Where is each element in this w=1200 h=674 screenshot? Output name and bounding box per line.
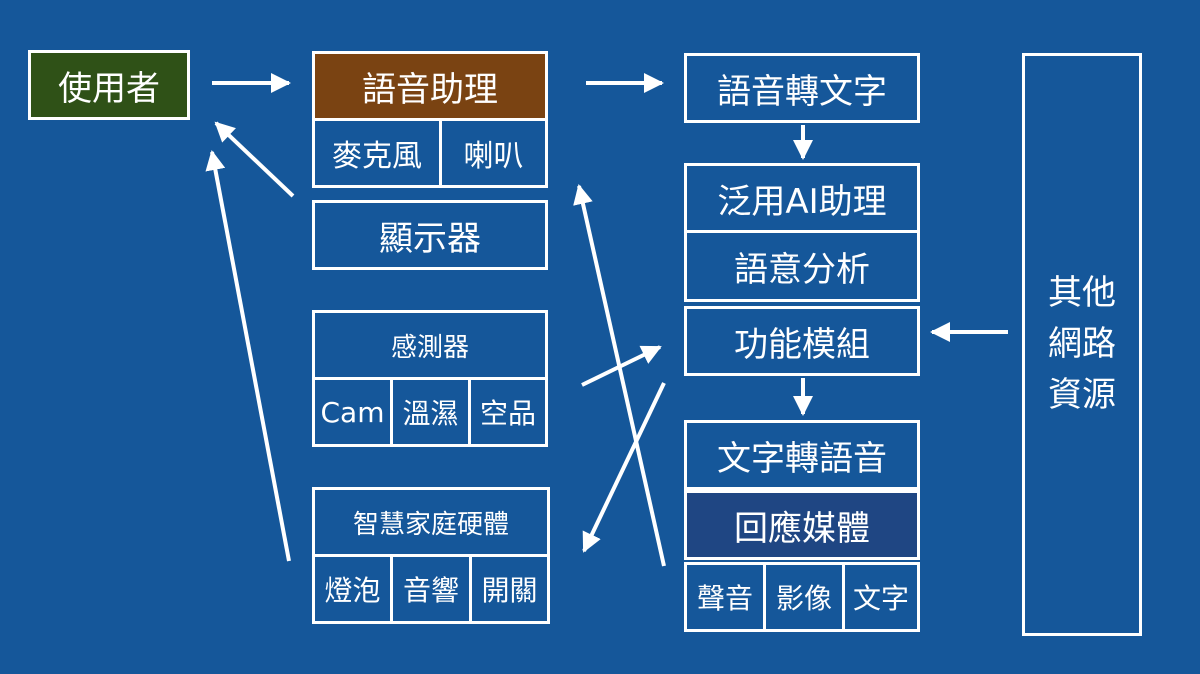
voice-assistant-box: 語音助理 — [312, 51, 548, 121]
voice-assistant-label: 語音助理 — [362, 69, 498, 110]
general-ai-box: 泛用AI助理 — [684, 163, 920, 233]
sensor-temp-humidity-box: 溫濕 — [390, 377, 471, 447]
internet-resources-label: 其他 網路 資源 — [1048, 273, 1116, 415]
microphone-box: 麥克風 — [312, 118, 442, 188]
sensor-air-quality-label: 空品 — [479, 397, 536, 430]
sensor-temp-humidity-label: 溫濕 — [402, 397, 459, 430]
smart-home-label: 智慧家庭硬體 — [352, 509, 509, 540]
smart-home-switch-label: 開關 — [481, 574, 538, 607]
media-image-box: 影像 — [763, 562, 845, 632]
sensors-label: 感測器 — [390, 332, 469, 363]
response-media-box: 回應媒體 — [684, 490, 920, 560]
sensor-cam-box: Cam — [312, 377, 393, 447]
smart-home-box: 智慧家庭硬體 — [312, 487, 550, 557]
speech-to-text-box: 語音轉文字 — [684, 53, 920, 123]
display-box: 顯示器 — [312, 200, 548, 270]
sensor-air-quality-box: 空品 — [468, 377, 548, 447]
media-sound-label: 聲音 — [696, 582, 753, 615]
media-text-label: 文字 — [852, 582, 909, 615]
microphone-label: 麥克風 — [332, 139, 422, 174]
arrow-function-to-smart-home — [582, 382, 666, 553]
smart-home-audio-box: 音響 — [390, 554, 472, 624]
display-label: 顯示器 — [379, 218, 481, 259]
media-sound-box: 聲音 — [684, 562, 766, 632]
speaker-box: 喇叭 — [439, 118, 548, 188]
sensors-box: 感測器 — [312, 310, 548, 380]
response-media-label: 回應媒體 — [734, 508, 870, 549]
speech-to-text-label: 語音轉文字 — [717, 71, 887, 112]
arrow-display-to-user — [214, 121, 295, 198]
sensor-cam-label: Cam — [320, 395, 385, 429]
arrow-media-to-assistant — [573, 184, 666, 567]
semantic-analysis-label: 語意分析 — [734, 249, 870, 290]
speaker-label: 喇叭 — [463, 139, 524, 174]
semantic-analysis-box: 語意分析 — [684, 230, 920, 302]
media-image-label: 影像 — [775, 582, 832, 615]
smart-home-switch-box: 開關 — [469, 554, 550, 624]
media-text-box: 文字 — [842, 562, 920, 632]
smart-home-audio-label: 音響 — [402, 574, 459, 607]
smart-home-bulb-label: 燈泡 — [324, 574, 381, 607]
arrow-smart-home-to-user — [205, 150, 291, 562]
user-box: 使用者 — [28, 50, 190, 120]
function-module-label: 功能模組 — [734, 324, 870, 365]
internet-resources-box: 其他 網路 資源 — [1022, 53, 1142, 636]
text-to-speech-label: 文字轉語音 — [717, 438, 887, 479]
function-module-box: 功能模組 — [684, 306, 920, 376]
general-ai-label: 泛用AI助理 — [717, 181, 887, 222]
arrow-sensors-to-function — [581, 345, 662, 387]
smart-home-bulb-box: 燈泡 — [312, 554, 393, 624]
user-label: 使用者 — [58, 68, 160, 109]
text-to-speech-box: 文字轉語音 — [684, 420, 920, 490]
